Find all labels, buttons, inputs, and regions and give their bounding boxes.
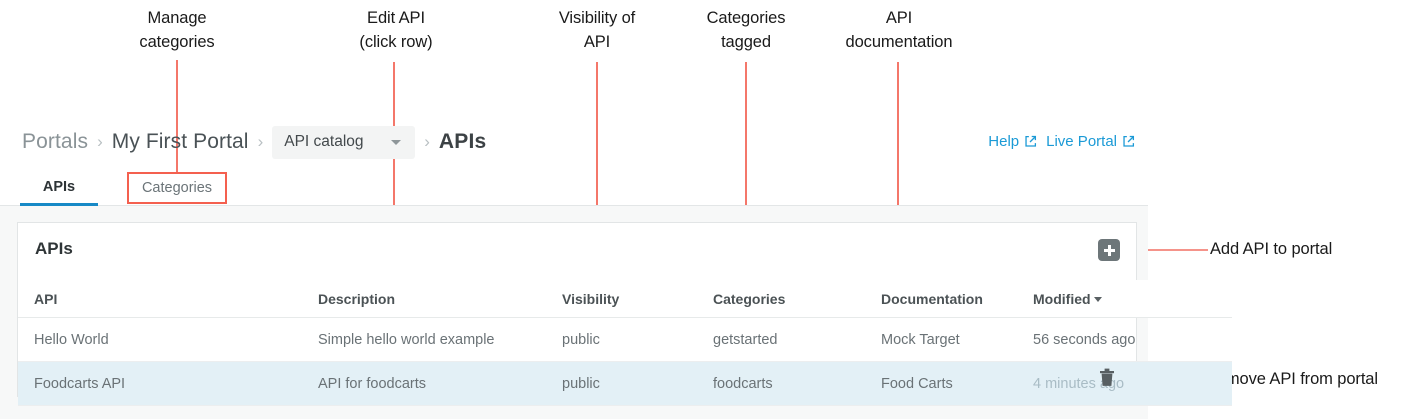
annotation-label-visibility-of-api: Visibility of API — [558, 9, 636, 51]
card-title: APIs — [35, 239, 73, 258]
breadcrumb-current-apis: APIs — [438, 130, 487, 153]
annotation-line-documentation — [897, 62, 899, 279]
apis-table: API Description Visibility Categories Do… — [18, 280, 1232, 406]
annotation-label-api-documentation: API documentation — [845, 9, 953, 51]
annotation-line-manage-categories — [176, 60, 178, 173]
catalog-select[interactable]: API catalog — [272, 125, 416, 159]
breadcrumb-my-first-portal[interactable]: My First Portal — [111, 130, 249, 153]
column-header-modified[interactable]: Modified — [1017, 280, 1232, 318]
cell-documentation: Mock Target — [865, 317, 1017, 362]
cell-categories: foodcarts — [697, 361, 865, 406]
live-portal-link-label: Live Portal — [1046, 133, 1117, 150]
header-links: Help Live Portal — [988, 133, 1135, 150]
column-header-categories[interactable]: Categories — [697, 280, 865, 318]
annotation-line-categories — [745, 62, 747, 279]
table-row[interactable]: Foodcarts API API for foodcarts public f… — [18, 361, 1232, 406]
cell-description: Simple hello world example — [302, 317, 546, 362]
cell-description: API for foodcarts — [302, 361, 546, 406]
tab-categories[interactable]: Categories — [141, 180, 213, 196]
delete-api-button[interactable] — [1099, 368, 1115, 387]
column-header-visibility[interactable]: Visibility — [546, 280, 697, 318]
help-link[interactable]: Help — [988, 133, 1037, 150]
annotation-line-add-api — [1118, 249, 1208, 251]
cell-modified: 56 seconds ago — [1017, 317, 1232, 362]
table-row[interactable]: Hello World Simple hello world example p… — [18, 317, 1232, 362]
chevron-down-icon — [391, 139, 402, 145]
breadcrumb-separator-1: › — [97, 132, 103, 151]
column-header-description[interactable]: Description — [302, 280, 546, 318]
annotation-line-visibility — [596, 62, 598, 279]
annotation-label-edit-api: Edit API (click row) — [359, 9, 433, 51]
cell-api: Foodcarts API — [18, 361, 302, 406]
trash-icon — [1100, 368, 1114, 386]
annotation-label-manage-categories: Manage categories — [139, 9, 215, 51]
annotation-label-add-api-to-portal: Add API to portal — [1210, 240, 1333, 258]
cell-documentation: Food Carts — [865, 361, 1017, 406]
sort-desc-icon — [1093, 296, 1102, 302]
live-portal-link[interactable]: Live Portal — [1046, 133, 1135, 150]
column-header-modified-label: Modified — [1033, 290, 1091, 307]
plus-icon — [1103, 244, 1115, 256]
column-header-documentation[interactable]: Documentation — [865, 280, 1017, 318]
add-api-button[interactable] — [1098, 239, 1120, 261]
breadcrumb: Portals › My First Portal › API catalog … — [22, 125, 487, 159]
external-link-icon — [1122, 135, 1135, 148]
cell-visibility: public — [546, 361, 697, 406]
breadcrumb-portals[interactable]: Portals — [22, 130, 89, 153]
external-link-icon — [1024, 135, 1037, 148]
tab-bar: APIs Categories — [0, 170, 1148, 206]
annotation-label-categories-tagged: Categories tagged — [706, 9, 786, 51]
table-header-row: API Description Visibility Categories Do… — [18, 280, 1232, 318]
annotation-label-remove-api-from-portal: Remove API from portal — [1205, 370, 1378, 388]
help-link-label: Help — [988, 133, 1020, 150]
breadcrumb-separator-3: › — [424, 132, 430, 151]
column-header-api[interactable]: API — [18, 280, 302, 318]
cell-modified: 4 minutes ago — [1017, 361, 1232, 406]
breadcrumb-separator-2: › — [257, 132, 264, 151]
tab-apis[interactable]: APIs — [20, 170, 98, 206]
cell-categories: getstarted — [697, 317, 865, 362]
cell-visibility: public — [546, 317, 697, 362]
catalog-select-value: API catalog — [284, 133, 364, 150]
cell-api: Hello World — [18, 317, 302, 362]
